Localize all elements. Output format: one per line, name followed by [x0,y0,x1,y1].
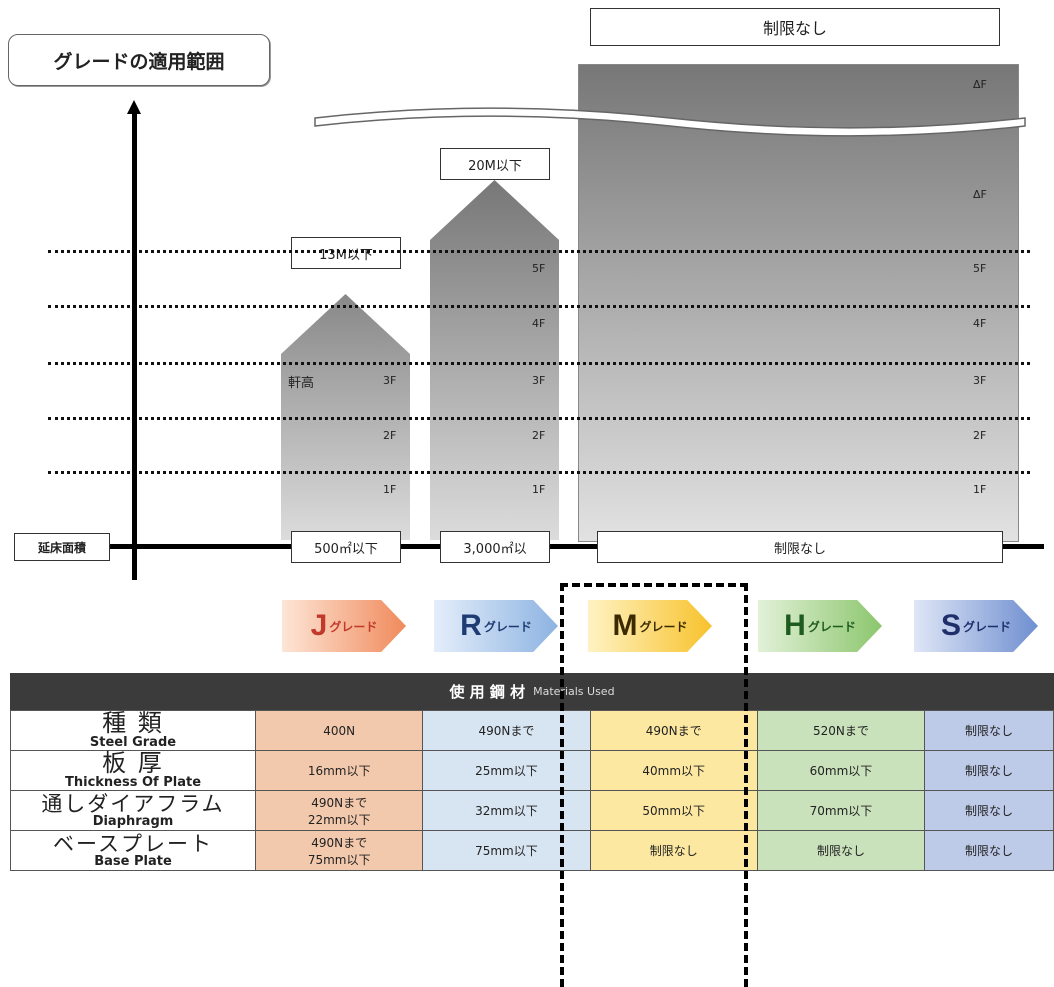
j-area-label: 500㎡以下 [291,531,401,563]
r-floor-1f: 1F [532,483,546,496]
row-header-jp: 種 類 [102,709,164,738]
top-unlimited-label: 制限なし [590,8,1000,46]
vertical-axis [132,110,137,580]
r-grade-building [430,180,559,540]
grade-suffix-s: グレード [963,619,1012,634]
materials-heading-en: Materials Used [533,685,615,698]
big-floor-1f: 1F [973,483,987,496]
big-floor-4f: 4F [973,317,987,330]
grade-letter-j: J [310,609,328,642]
r-floor-5f: 5F [532,262,546,275]
grade-letter-r: R [460,609,482,642]
table-cell: 50mm以下 [589,790,758,831]
big-floor-3f: 3F [973,374,987,387]
r-floor-4f: 4F [532,317,546,330]
row-header-en: Thickness Of Plate [64,775,202,791]
r-height-label: 20M以下 [440,148,550,180]
table-cell: 400N [254,710,424,751]
big-floor-2f: 2F [973,429,987,442]
r-area-label: 3,000㎡以 [440,531,550,563]
floor-line-5f [48,250,1030,253]
floor-line-1f [48,471,1030,474]
row-header-en: Base Plate [94,853,172,869]
row-header-en: Diaphragm [92,813,174,829]
table-cell: 制限なし [924,750,1054,791]
floor-area-axis-label: 延床面積 [14,533,110,561]
r-floor-3f: 3F [532,374,546,387]
grade-suffix-r: グレード [483,619,532,634]
break-wave [314,107,1026,137]
row-header-jp: 通しダイアフラム [41,791,225,816]
vertical-axis-arrow [127,100,141,114]
table-cell: 制限なし [756,830,926,871]
floor-line-2f [48,417,1030,420]
j-floor-1f: 1F [383,483,397,496]
big-floor-5f: 5F [973,262,987,275]
row-header-jp: ベースプレート [53,831,213,856]
materials-table-heading: 使 用 鋼 材 Materials Used [10,673,1054,710]
table-cell: 490Nまで 22mm以下 [254,790,424,831]
floor-line-4f [48,305,1030,308]
table-cell: 60mm以下 [756,750,926,791]
j-floor-2f: 2F [383,429,397,442]
table-cell: 制限なし [924,710,1054,751]
table-cell: 490Nまで 75mm以下 [254,830,424,871]
grade-letter-h: H [784,609,806,642]
big-floor-delta-top: ΔF [973,78,987,91]
row-header-en: Steel Grade [89,735,177,751]
r-floor-2f: 2F [532,429,546,442]
table-cell: 40mm以下 [589,750,758,791]
grade-suffix-m: グレード [639,619,688,634]
table-cell: 16mm以下 [254,750,424,791]
j-floor-3f: 3F [383,374,397,387]
table-cell: 制限なし [924,790,1054,831]
m-grade-highlight-frame [560,583,748,987]
grade-letter-s: S [940,609,961,642]
unlimited-building [578,64,1019,542]
table-cell: 70mm以下 [756,790,926,831]
row-header-jp: 板 厚 [102,749,164,778]
grade-suffix-h: グレード [807,619,856,634]
big-floor-delta: ΔF [973,188,987,201]
table-cell: 制限なし [924,830,1054,871]
materials-heading-jp: 使 用 鋼 材 [449,683,526,701]
j-height-label: 13M以下 [291,237,401,269]
floor-line-3f [48,362,1030,365]
diagram-title: グレードの適用範囲 [8,34,270,86]
table-cell: 520Nまで [756,710,926,751]
grade-letter-m: M [612,609,638,642]
eave-height-label: 軒高 [288,376,315,391]
table-cell: 制限なし [589,830,758,871]
table-cell: 490Nまで [589,710,758,751]
grade-suffix-j: グレード [329,619,378,634]
big-area-label: 制限なし [597,531,1003,563]
